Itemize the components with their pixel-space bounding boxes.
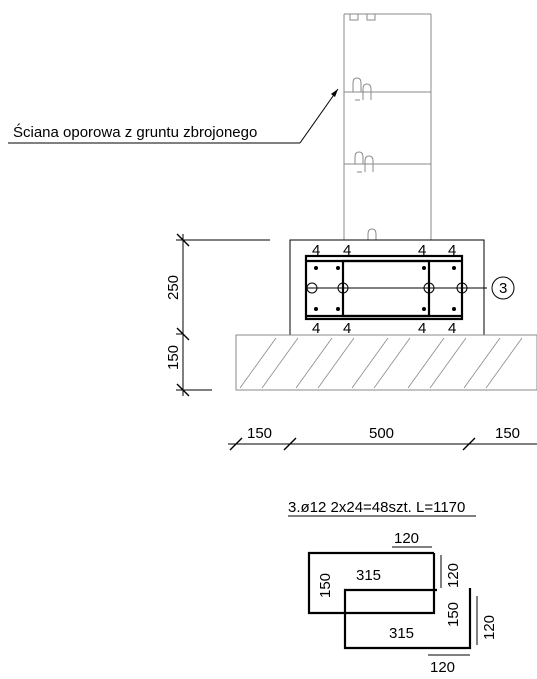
bar-count-top-3: 4 (418, 242, 426, 259)
bar-count-top-1: 4 (312, 242, 320, 259)
bend-dim-top-width: 120 (394, 530, 419, 547)
bend-dim-right-lower-height: 120 (481, 615, 498, 640)
bend-dim-left-height: 150 (317, 573, 334, 598)
bending-shape (307, 546, 478, 656)
bar-spec-label: 3.ø12 2x24=48szt. L=1170 (288, 499, 465, 516)
bar-count-bottom-3: 4 (418, 320, 426, 337)
dimension-150-left: 150 (247, 425, 272, 442)
bar-count-top-4: 4 (448, 242, 456, 259)
bend-dim-upper-length: 315 (356, 567, 381, 584)
bend-dim-lower-length: 315 (389, 625, 414, 642)
bar-count-bottom-4: 4 (448, 320, 456, 337)
dimension-500: 500 (369, 425, 394, 442)
dimension-150-right: 150 (495, 425, 520, 442)
bend-dim-bottom-width: 120 (430, 659, 455, 676)
wall-label: Ściana oporowa z gruntu zbrojonego (13, 123, 257, 141)
wall-label-leader (8, 88, 339, 144)
vertical-dimension-line (176, 233, 270, 397)
footing (289, 239, 487, 336)
bar-count-bottom-1: 4 (312, 320, 320, 337)
bar-count-top-2: 4 (343, 242, 351, 259)
callout-number: 3 (499, 280, 507, 297)
callout-circle (491, 276, 515, 300)
horizontal-dimension-line (228, 437, 537, 451)
dimension-150-vertical: 150 (165, 345, 182, 370)
retaining-wall (343, 13, 432, 240)
subgrade-layer (235, 334, 537, 391)
bar-count-bottom-2: 4 (343, 320, 351, 337)
bend-dim-middle-height: 150 (445, 602, 462, 627)
dimension-250: 250 (165, 275, 182, 300)
bend-dim-right-upper-height: 120 (445, 563, 462, 588)
